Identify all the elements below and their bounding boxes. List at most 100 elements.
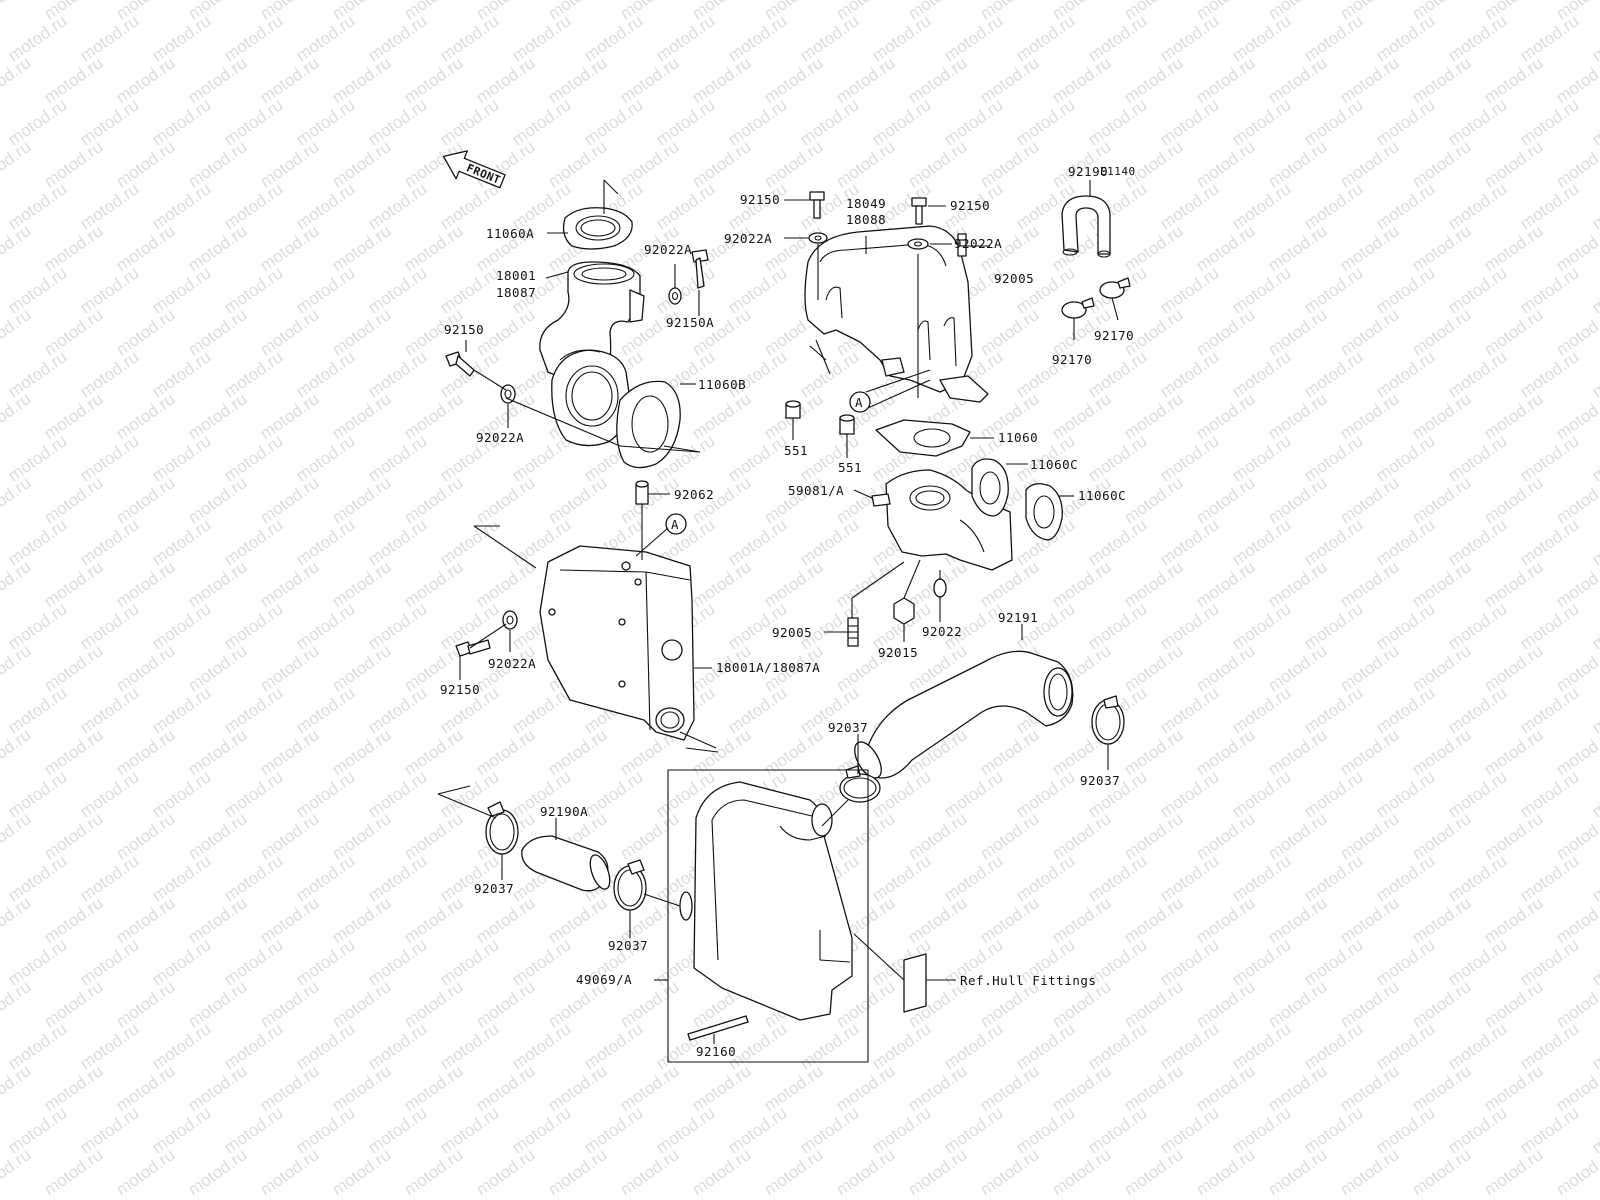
watermark-text: motod.ru [1589, 767, 1600, 821]
watermark-text: motod.ru [473, 557, 539, 611]
watermark-text: motod.ru [653, 11, 719, 65]
fitting-92062 [635, 480, 649, 505]
watermark-text: motod.ru [797, 347, 863, 401]
watermark-text: motod.ru [545, 725, 611, 779]
watermark-text: motod.ru [1229, 683, 1295, 737]
watermark-text: motod.ru [1301, 515, 1367, 569]
watermark-text: motod.ru [1409, 977, 1475, 1031]
watermark-text: motod.ru [1085, 1019, 1151, 1073]
watermark-text: motod.ru [1265, 1145, 1331, 1199]
watermark-text: motod.ru [653, 179, 719, 233]
watermark-text: motod.ru [41, 809, 107, 863]
watermark-text: motod.ru [185, 53, 251, 107]
watermark-text: motod.ru [1481, 473, 1547, 527]
watermark-text: motod.ru [1193, 641, 1259, 695]
watermark-text: motod.ru [1373, 1103, 1439, 1157]
watermark-text: motod.ru [689, 557, 755, 611]
watermark-text: motod.ru [1229, 767, 1295, 821]
exhaust-pipe-18001 [539, 261, 645, 447]
watermark-text: motod.ru [41, 557, 107, 611]
watermark-text: motod.ru [1589, 431, 1600, 485]
watermark-text: motod.ru [1049, 809, 1115, 863]
watermark-text: motod.ru [1589, 347, 1600, 401]
watermark-text: motod.ru [1373, 263, 1439, 317]
watermark-text: motod.ru [545, 1061, 611, 1115]
watermark-text: motod.ru [437, 935, 503, 989]
label-11060a: 11060A [486, 226, 534, 241]
watermark-text: motod.ru [437, 851, 503, 905]
watermark-text: motod.ru [1157, 179, 1223, 233]
bolt-92150-left [445, 351, 475, 377]
watermark-text: motod.ru [941, 767, 1007, 821]
watermark-text: motod.ru [1121, 473, 1187, 527]
watermark-text: motod.ru [725, 11, 791, 65]
watermark-text: motod.ru [5, 1019, 71, 1073]
watermark-text: motod.ru [1445, 431, 1511, 485]
watermark-text: motod.ru [221, 179, 287, 233]
watermark-text: motod.ru [365, 935, 431, 989]
watermark-text: motod.ru [113, 53, 179, 107]
watermark-text: motod.ru [689, 725, 755, 779]
watermark-text: motod.ru [293, 851, 359, 905]
watermark-text: motod.ru [0, 0, 34, 23]
watermark-text: motod.ru [1481, 977, 1547, 1031]
watermark-text: motod.ru [257, 221, 323, 275]
fitting-92005-top [957, 233, 967, 257]
watermark-text: motod.ru [1193, 473, 1259, 527]
watermark-text: motod.ru [437, 1019, 503, 1073]
watermark-text: motod.ru [1445, 179, 1511, 233]
watermark-text: motod.ru [1553, 221, 1600, 275]
watermark-text: motod.ru [0, 557, 34, 611]
watermark-text: motod.ru [1589, 1103, 1600, 1157]
hose-92190 [1061, 195, 1111, 258]
watermark-text: motod.ru [1157, 1103, 1223, 1157]
watermark-text: motod.ru [689, 389, 755, 443]
watermark-text: motod.ru [689, 305, 755, 359]
clamp-92037-mid [613, 859, 647, 911]
watermark-text: motod.ru [293, 767, 359, 821]
watermark-text: motod.ru [833, 1145, 899, 1199]
watermark-text: motod.ru [941, 11, 1007, 65]
watermark-text: motod.ru [761, 137, 827, 191]
watermark-text: motod.ru [1445, 1103, 1511, 1157]
watermark-text: motod.ru [437, 263, 503, 317]
watermark-text: motod.ru [761, 473, 827, 527]
watermark-text: motod.ru [77, 1019, 143, 1073]
watermark-text: motod.ru [977, 1061, 1043, 1115]
watermark-text: motod.ru [1301, 263, 1367, 317]
watermark-text: motod.ru [1265, 557, 1331, 611]
gasket-11060c-2 [1025, 483, 1063, 541]
watermark-text: motod.ru [1445, 935, 1511, 989]
watermark-text: motod.ru [221, 263, 287, 317]
watermark-text: motod.ru [1301, 599, 1367, 653]
watermark-text: motod.ru [1589, 95, 1600, 149]
watermark-text: motod.ru [77, 179, 143, 233]
watermark-text: motod.ru [1193, 809, 1259, 863]
watermark-text: motod.ru [1301, 1019, 1367, 1073]
watermark-text: motod.ru [77, 515, 143, 569]
watermark-text: motod.ru [401, 473, 467, 527]
watermark-text: motod.ru [1049, 1145, 1115, 1199]
watermark-text: motod.ru [1193, 137, 1259, 191]
hose-92190a [521, 835, 611, 892]
watermark-text: motod.ru [401, 53, 467, 107]
watermark-text: motod.ru [401, 221, 467, 275]
watermark-text: motod.ru [77, 263, 143, 317]
washer-92022 [933, 578, 947, 598]
watermark-text: motod.ru [1049, 1061, 1115, 1115]
watermark-text: motod.ru [1409, 557, 1475, 611]
watermark-text: motod.ru [1409, 1061, 1475, 1115]
watermark-text: motod.ru [473, 893, 539, 947]
watermark-text: motod.ru [0, 725, 34, 779]
watermark-text: motod.ru [257, 389, 323, 443]
watermark-text: motod.ru [977, 53, 1043, 107]
watermark-text: motod.ru [0, 893, 34, 947]
watermark-text: motod.ru [1085, 599, 1151, 653]
watermark-text: motod.ru [1517, 935, 1583, 989]
watermark-text: motod.ru [365, 431, 431, 485]
watermark-text: motod.ru [1553, 641, 1600, 695]
watermark-text: motod.ru [1445, 263, 1511, 317]
watermark-text: motod.ru [1193, 725, 1259, 779]
watermark-text: motod.ru [689, 1061, 755, 1115]
bolt-92150-top-right [911, 197, 927, 225]
